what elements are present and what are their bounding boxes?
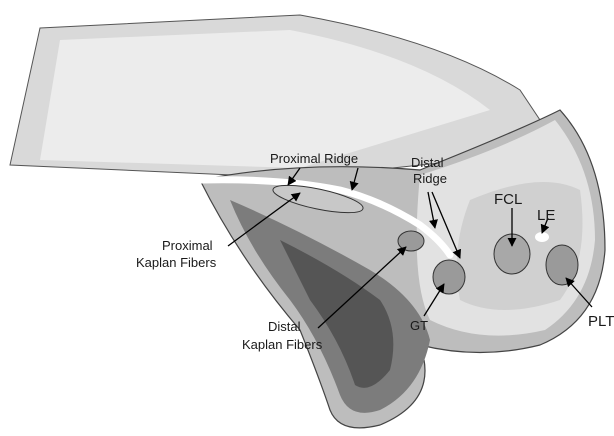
label-distal-kaplan-2: Kaplan Fibers — [242, 337, 323, 352]
distal-kaplan-fibers-site — [398, 231, 424, 251]
plt-site — [546, 245, 578, 285]
label-distal-ridge-2: Ridge — [413, 171, 447, 186]
gt-site — [433, 260, 465, 294]
label-proximal-kaplan-2: Kaplan Fibers — [136, 255, 217, 270]
label-gt: GT — [410, 318, 428, 333]
label-fcl: FCL — [494, 191, 522, 208]
le-marker — [535, 232, 549, 242]
label-proximal-kaplan-1: Proximal — [162, 238, 213, 253]
label-distal-kaplan-1: Distal — [268, 319, 301, 334]
label-proximal-ridge: Proximal Ridge — [270, 151, 358, 166]
label-distal-ridge-1: Distal — [411, 155, 444, 170]
label-le: LE — [537, 207, 555, 224]
label-plt: PLT — [588, 313, 614, 330]
